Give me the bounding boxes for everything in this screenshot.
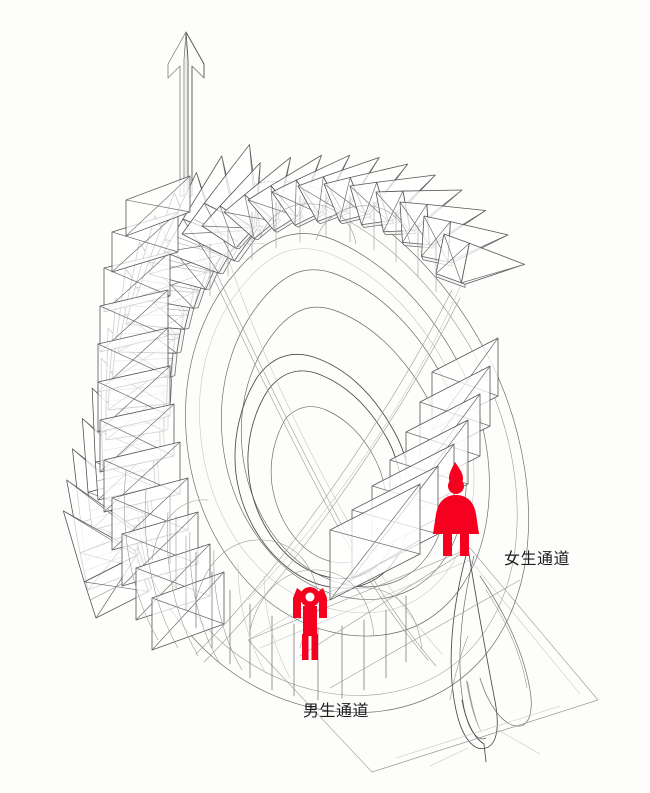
fin-stack-left-foreground xyxy=(97,175,225,651)
label-boys-passage: 男生通道 xyxy=(303,701,370,720)
ground-edge-lines xyxy=(247,539,599,773)
curved-leaf-blade xyxy=(429,547,541,767)
fin-stack-right-foreground xyxy=(329,337,499,601)
outer-skirt-curves xyxy=(124,469,291,679)
label-girls-passage: 女生通道 xyxy=(504,549,571,568)
arrow-spire xyxy=(167,31,205,197)
fin-array-top xyxy=(201,153,526,305)
inner-colonnade xyxy=(169,193,437,701)
inner-court-edge xyxy=(185,233,490,637)
male-pictogram xyxy=(293,587,327,660)
sweeping-guide-curves xyxy=(195,251,467,667)
fin-array-right xyxy=(292,440,650,793)
female-pictogram xyxy=(433,462,479,556)
